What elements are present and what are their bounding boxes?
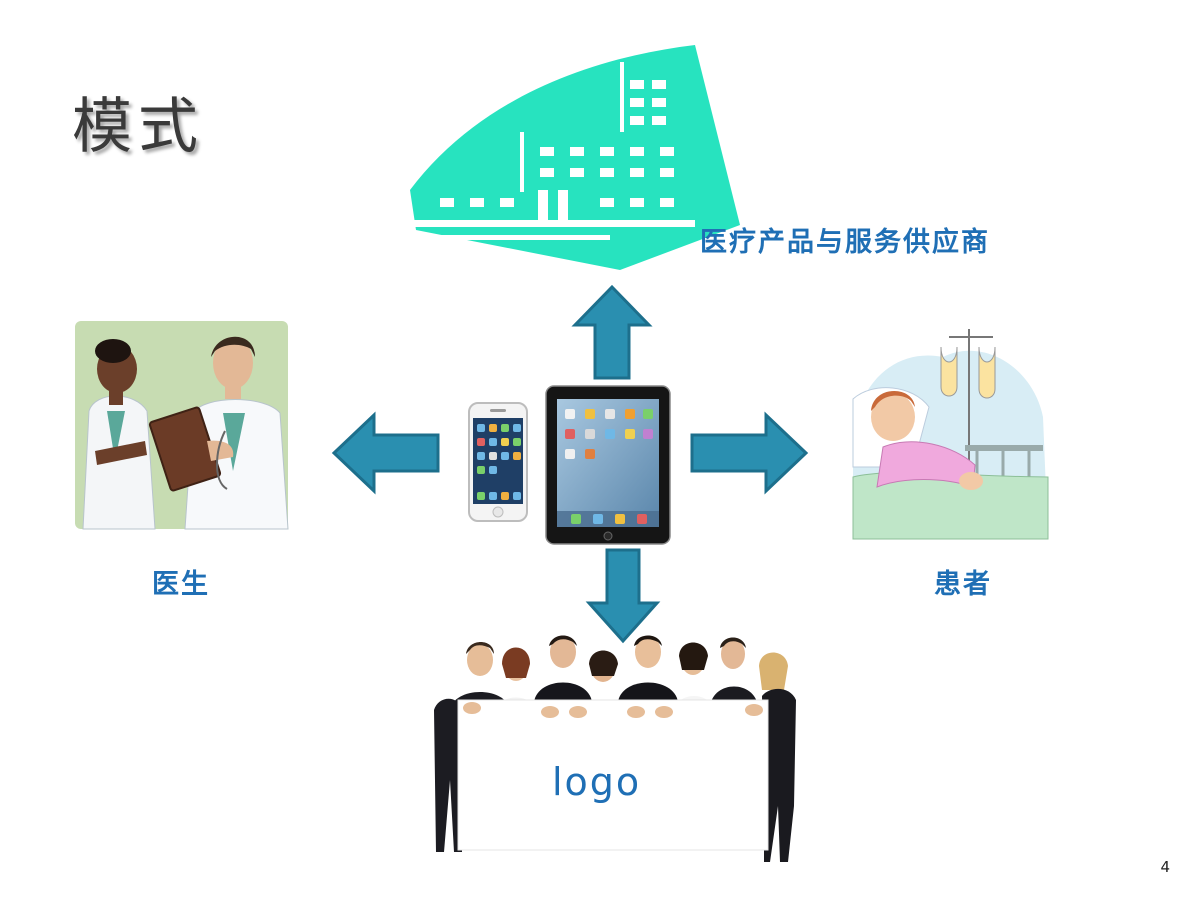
patient-label: 患者 [934, 569, 992, 600]
hospital-icon [410, 45, 740, 270]
arrow-up-icon [571, 284, 653, 380]
provider-label: 医疗产品与服务供应商 [700, 227, 990, 258]
arrow-down-icon [585, 548, 661, 644]
logo-placeholder-text: logo [552, 760, 642, 804]
arrow-left-icon [331, 411, 440, 495]
arrow-right-icon [690, 411, 809, 495]
page-number: 4 [1160, 858, 1170, 876]
business-people-image [434, 635, 796, 862]
slide-title: 模式 [72, 92, 204, 162]
patient-image [852, 329, 1049, 540]
doctors-image [75, 321, 289, 530]
smartphone-icon [468, 402, 528, 522]
doctor-label: 医生 [152, 569, 210, 600]
tablet-icon [545, 385, 671, 545]
